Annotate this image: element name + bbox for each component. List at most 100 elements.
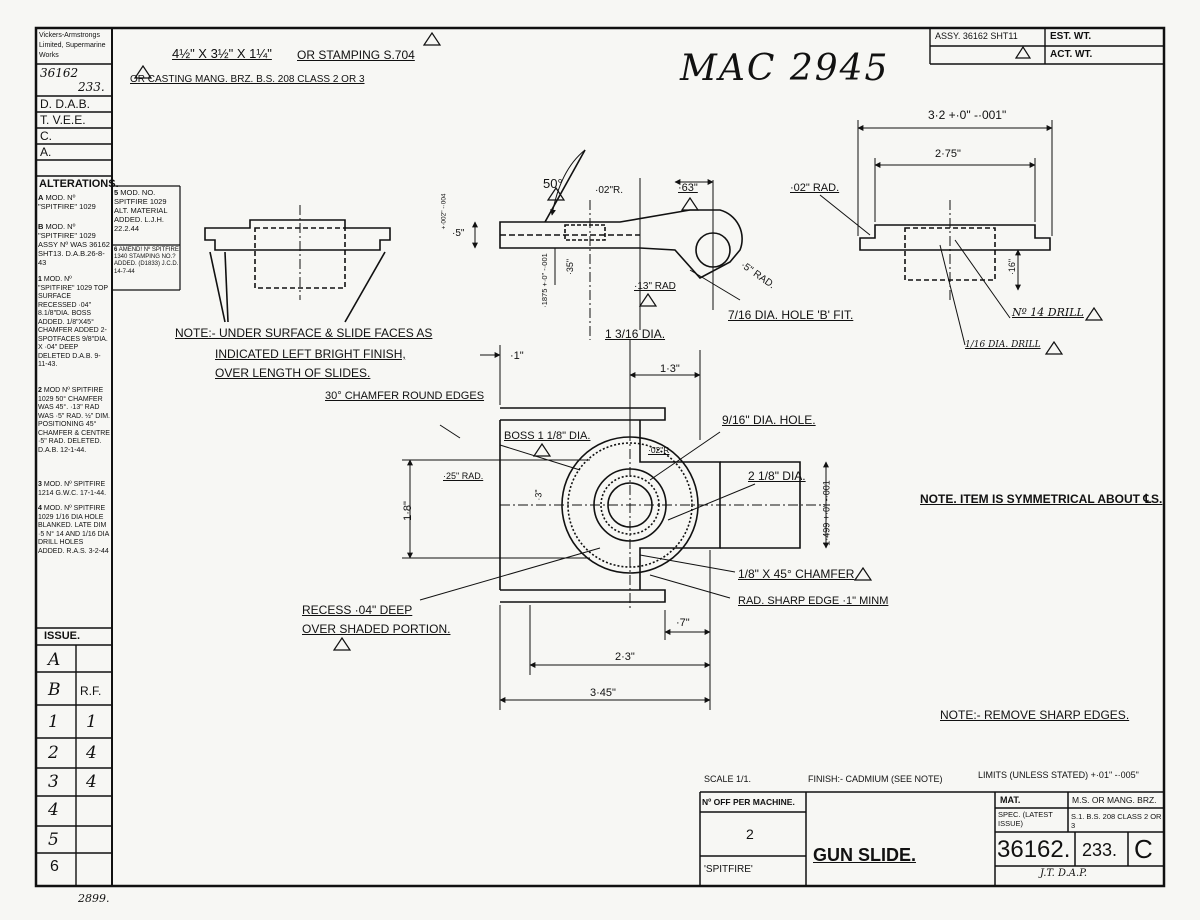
title-block-issue: C — [1134, 834, 1153, 864]
issue-left: 4 — [48, 800, 59, 820]
plan-view-main — [402, 340, 830, 710]
dim-1-8: 1·8" — [401, 501, 414, 521]
alteration-text: MOD. Nº "SPITFIRE" 1029 TOP SURFACE RECE… — [38, 276, 108, 368]
issue-right: 1 — [86, 712, 97, 732]
spec-value: S.1. B.S. 208 CLASS 2 OR 3 — [1071, 812, 1162, 830]
dim-boss: BOSS 1 1/8" DIA. — [504, 430, 591, 442]
limits: LIMITS (UNLESS STATED) +·01" -·005" — [978, 770, 1139, 780]
issue-right: 4 — [86, 743, 97, 763]
number-off-label: Nº OFF PER MACHINE. — [702, 797, 795, 807]
dim-1: ·1" — [510, 350, 524, 362]
alteration-mark: 3 — [38, 481, 42, 488]
issue-left: 1 — [48, 712, 59, 732]
side-view-top — [472, 149, 743, 340]
dim-63: ·63" — [678, 182, 698, 194]
alteration-6: 6 AMEND! Nº SPITFIRE 1340 STAMPING NO.? … — [114, 247, 180, 276]
stock-alternative: OR STAMPING S.704 — [297, 48, 415, 62]
material-value: M.S. OR MANG. BRZ. — [1072, 795, 1157, 805]
foot-number: 2899. — [78, 892, 110, 905]
finish: FINISH:- CADMIUM (SEE NOTE) — [808, 774, 943, 784]
alteration-b: B MOD. Nº "SPITFIRE" 1029 ASSY Nº WAS 36… — [38, 222, 110, 267]
dim-1499: 1·499 +·0" -·001 — [821, 480, 832, 546]
end-view-right — [819, 120, 1053, 346]
dim-chamfer-1-8: 1/8" X 45° CHAMFER — [738, 567, 855, 581]
alteration-mark: 4 — [38, 505, 42, 512]
alteration-a: A MOD. Nº "SPITFIRE" 1029 — [38, 193, 110, 211]
aircraft-name: 'SPITFIRE' — [704, 864, 753, 875]
dim-drill-1-16: 1/16 DIA. DRILL — [965, 340, 1041, 350]
alteration-2: 2 MOD Nº SPITFIRE 1029 50° CHAMFER WAS 4… — [38, 387, 110, 455]
dim-angle-50: 50° — [543, 176, 563, 191]
dim-rad-sharp-edge: RAD. SHARP EDGE ·1" MINM — [738, 595, 889, 607]
issue-right: 4 — [86, 772, 97, 792]
issue-triangles — [133, 31, 1104, 651]
alteration-3: 3 MOD. Nº SPITFIRE 1214 G.W.C. 17-1-44. — [38, 481, 110, 498]
estimated-weight-label: EST. WT. — [1050, 31, 1092, 42]
alteration-text: MOD. Nº "SPITFIRE" 1029 ASSY Nº WAS 3616… — [38, 222, 110, 267]
dim-3-2: 3·2 +·0" -·001" — [928, 108, 1007, 122]
alteration-mark: 5 — [114, 188, 119, 197]
alteration-mark: 1 — [38, 276, 42, 283]
dim-chamfer-30: 30° CHAMFER ROUND EDGES — [325, 390, 485, 402]
material-label: MAT. — [1000, 795, 1021, 805]
note-recess-2: OVER SHADED PORTION. — [302, 622, 451, 636]
handwritten-reference: MAC 2945 — [680, 48, 890, 89]
dim-radius-25: ·25" RAD. — [443, 471, 484, 481]
note-under-surface-3: OVER LENGTH OF SLIDES. — [215, 366, 371, 380]
dim-5: ·5" — [452, 228, 465, 239]
alteration-text: AMEND! Nº SPITFIRE 1340 STAMPING NO.? AD… — [114, 247, 179, 275]
approval-initials: J.T. D.A.P. — [1040, 868, 1088, 879]
sidebar-grid — [36, 63, 112, 886]
dim-16: ·16" — [1007, 258, 1018, 276]
dim-1875: ·1875 +·0" -·001 — [539, 253, 549, 308]
drawing-number: 36162 — [40, 66, 79, 80]
dim-radius-13: ·13" RAD — [634, 281, 676, 292]
dim-7: ·7" — [676, 617, 690, 629]
issue-left: 3 — [48, 772, 59, 792]
alteration-text: MOD. Nº "SPITFIRE" 1029 — [38, 193, 96, 211]
note-under-surface-1: NOTE:- UNDER SURFACE & SLIDE FACES AS — [175, 326, 433, 340]
title-block-grid — [699, 791, 1164, 886]
signoff-d: D. D.A.B. — [40, 97, 91, 111]
dim-dia-1-3-16: 1 3/16 DIA. — [605, 327, 666, 341]
issue-left: B — [48, 680, 61, 700]
dim-radius-02-b: ·02"R — [648, 445, 670, 455]
dim-35: ·35" — [565, 258, 576, 276]
signoff-c: C. — [40, 129, 52, 143]
dim-3: ·3" — [533, 489, 544, 501]
alteration-text: MOD Nº SPITFIRE 1029 50° CHAMFER WAS 45°… — [38, 387, 110, 454]
assembly-reference: ASSY. 36162 SHT11 — [935, 31, 1018, 41]
title-block-number: 36162. — [997, 836, 1071, 863]
signoff-a: A. — [40, 145, 52, 159]
actual-weight-label: ACT. WT. — [1050, 49, 1093, 60]
dim-drill-14: Nº 14 DRILL — [1012, 306, 1084, 319]
dim-3-45: 3·45" — [590, 687, 616, 699]
issue-right: R.F. — [80, 684, 102, 698]
issue-label: ISSUE. — [44, 630, 81, 642]
alteration-5: 5 MOD. NO. SPITFIRE 1029 ALT. MATERIAL A… — [114, 188, 180, 233]
note-under-surface-2: INDICATED LEFT BRIGHT FINISH, — [215, 347, 406, 361]
weight-box — [929, 28, 1164, 65]
drawing-border — [34, 26, 1166, 888]
maker-name: Vickers-Armstrongs Limited, Supermarine … — [39, 32, 106, 59]
drawing-title: GUN SLIDE. — [813, 845, 917, 865]
alteration-mark: 2 — [38, 387, 42, 394]
alteration-mark: B — [38, 222, 44, 231]
alteration-box-5-6 — [112, 185, 181, 291]
spec-label: SPEC. (LATEST ISSUE) — [998, 810, 1053, 828]
issue-left: 5 — [48, 830, 59, 850]
alteration-1: 1 MOD. Nº "SPITFIRE" 1029 TOP SURFACE RE… — [38, 276, 110, 370]
material-alternative: OR CASTING MANG. BRZ. B.S. 208 CLASS 2 O… — [130, 74, 365, 85]
alteration-4: 4 MOD. Nº SPITFIRE 1029 1/16 DIA HOLE BL… — [38, 505, 110, 556]
stock-size: 4½" X 3½" X 1¼" — [172, 46, 272, 61]
issue-left: 6 — [50, 858, 59, 875]
dim-tolerance-002: +·002" -·004 — [440, 193, 448, 230]
section-view-left — [204, 205, 391, 323]
issue-left: 2 — [48, 743, 59, 763]
note-symmetrical: NOTE. ITEM IS SYMMETRICAL ABOUT ℄S. — [920, 492, 1163, 506]
dim-1-3: 1·3" — [660, 363, 680, 375]
note-remove-edges: NOTE:- REMOVE SHARP EDGES. — [940, 708, 1130, 722]
alteration-text: MOD. Nº SPITFIRE 1029 1/16 DIA HOLE BLAN… — [38, 505, 109, 555]
dim-2-3: 2·3" — [615, 651, 635, 663]
title-block-sheet: 233. — [1082, 840, 1118, 860]
